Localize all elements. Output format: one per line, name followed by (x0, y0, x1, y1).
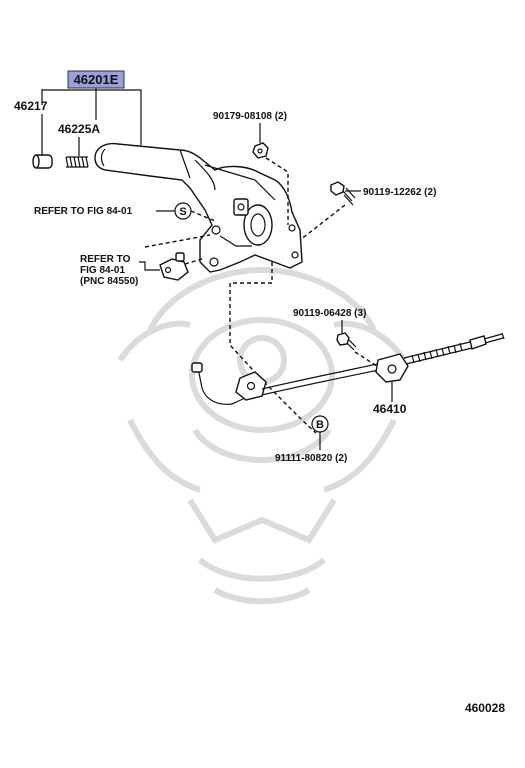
part-90119-06428-bolt (336, 332, 357, 351)
part-46410-cable (191, 332, 505, 405)
figure-number: 460028 (465, 701, 505, 715)
watermark-emblem (117, 266, 407, 605)
dash-lever-to-cable (229, 262, 317, 434)
dash-s-symbol (190, 210, 216, 222)
part-46217-cap (32, 154, 53, 169)
b-symbol: B (316, 419, 324, 431)
part-90119-12262-bolt (330, 181, 356, 206)
dash-switch (144, 234, 211, 265)
callout-46217: 46217 (14, 99, 48, 113)
leader-refer2 (139, 261, 160, 271)
refer2-line3: (PNC 84550) (80, 276, 138, 287)
callout-91111-80820: 91111-80820 (2) (275, 453, 347, 464)
s-symbol: S (179, 206, 186, 218)
callout-46410: 46410 (373, 402, 407, 416)
refer2-line2: FIG 84-01 (80, 265, 125, 276)
part-90179-nut (252, 142, 269, 159)
part-parking-brake-lever (94, 142, 303, 273)
part-46225A-spring (65, 156, 89, 168)
leader-46201E (41, 88, 142, 155)
part-switch-connector (159, 252, 189, 281)
callout-90179-08108: 90179-08108 (2) (213, 111, 287, 122)
callout-46201E: 46201E (74, 72, 119, 87)
callout-46225A: 46225A (58, 122, 100, 136)
refer2-line1: REFER TO (80, 254, 131, 265)
dash-90119-06428 (354, 351, 381, 369)
callout-90119-12262: 90119-12262 (2) (363, 187, 436, 198)
refer-fig-84-01: REFER TO FIG 84-01 (34, 206, 133, 217)
dash-90179 (265, 157, 289, 225)
dash-90119-12262 (299, 204, 346, 241)
callout-90119-06428: 90119-06428 (3) (293, 308, 366, 319)
